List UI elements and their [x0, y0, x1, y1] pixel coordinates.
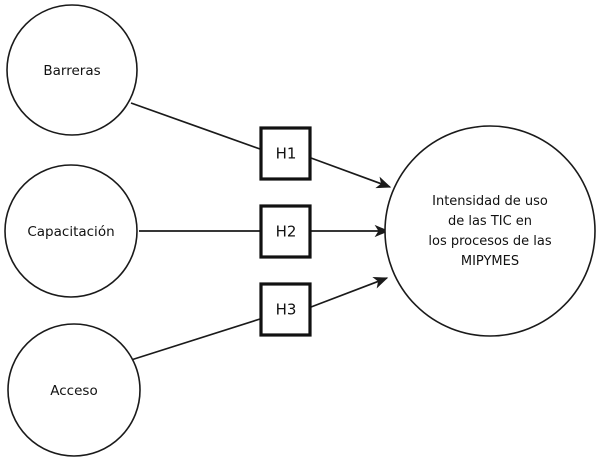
arrow-h1-to-outcome [310, 157, 392, 189]
outcome-label-line-2: de las TIC en [448, 214, 532, 229]
hypothesis-label-h2: H2 [276, 223, 297, 241]
node-barreras[interactable] [6, 4, 138, 136]
outcome-label-line-4: MIPYMES [461, 254, 519, 269]
node-acceso-label: Acceso [50, 383, 97, 399]
hypothesis-box-h1[interactable] [259, 126, 312, 181]
node-capacitacion-label: Capacitación [27, 224, 114, 240]
hypothesis-box-h3[interactable] [259, 282, 312, 337]
node-capacitacion[interactable] [4, 164, 138, 298]
link-acceso-to-h3 [130, 318, 261, 361]
link-barreras-to-h1 [130, 102, 261, 150]
hypothesis-label-h1: H1 [276, 145, 297, 163]
hypothesis-box-h2[interactable] [259, 204, 312, 259]
outcome-label-line-3: los procesos de las [428, 234, 551, 249]
node-acceso[interactable] [7, 323, 141, 457]
node-barreras-label: Barreras [43, 63, 100, 79]
hypothesis-label-h3: H3 [276, 301, 297, 319]
node-outcome-intensidad-uso-tic[interactable] [384, 125, 596, 337]
outcome-label-line-1: Intensidad de uso [432, 194, 548, 209]
arrow-h3-to-outcome [310, 277, 389, 308]
